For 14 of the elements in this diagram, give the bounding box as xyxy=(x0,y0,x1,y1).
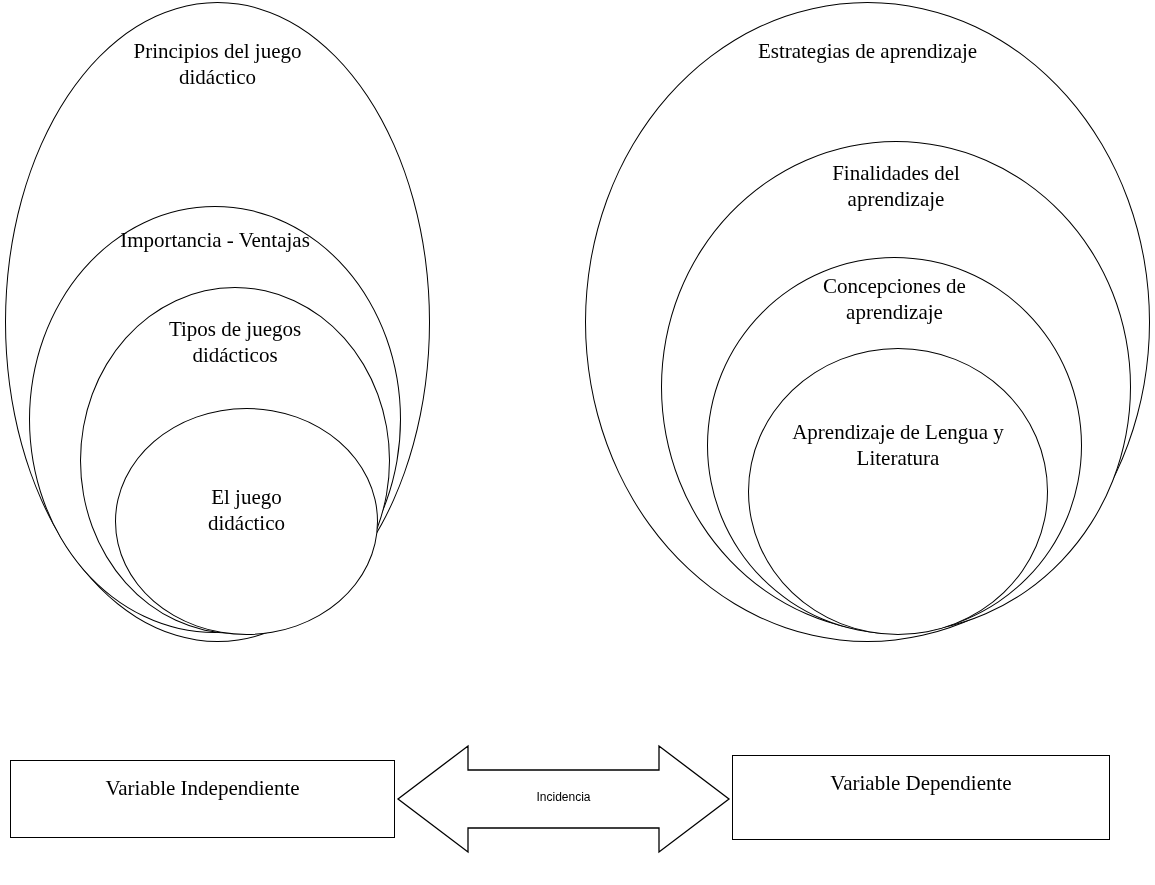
concept-label: Tipos de juegos didácticos xyxy=(167,316,303,369)
concept-label: Concepciones de aprendizaje xyxy=(822,273,967,326)
concept-label: El juego didáctico xyxy=(207,484,286,537)
concept-label: Aprendizaje de Lengua y Literatura xyxy=(791,419,1005,472)
double-block-arrow xyxy=(396,744,731,854)
concept-label: Principios del juego didáctico xyxy=(132,38,303,91)
edge-label: Incidencia xyxy=(535,790,592,804)
concept-label: Finalidades del aprendizaje xyxy=(831,160,961,213)
variable-box xyxy=(10,760,395,838)
variable-box xyxy=(732,755,1110,840)
concept-label: Importancia - Ventajas xyxy=(119,227,311,254)
concept-label: Estrategias de aprendizaje xyxy=(756,38,979,65)
variable-label: Variable Dependiente xyxy=(829,770,1013,797)
variable-label: Variable Independiente xyxy=(104,775,301,802)
